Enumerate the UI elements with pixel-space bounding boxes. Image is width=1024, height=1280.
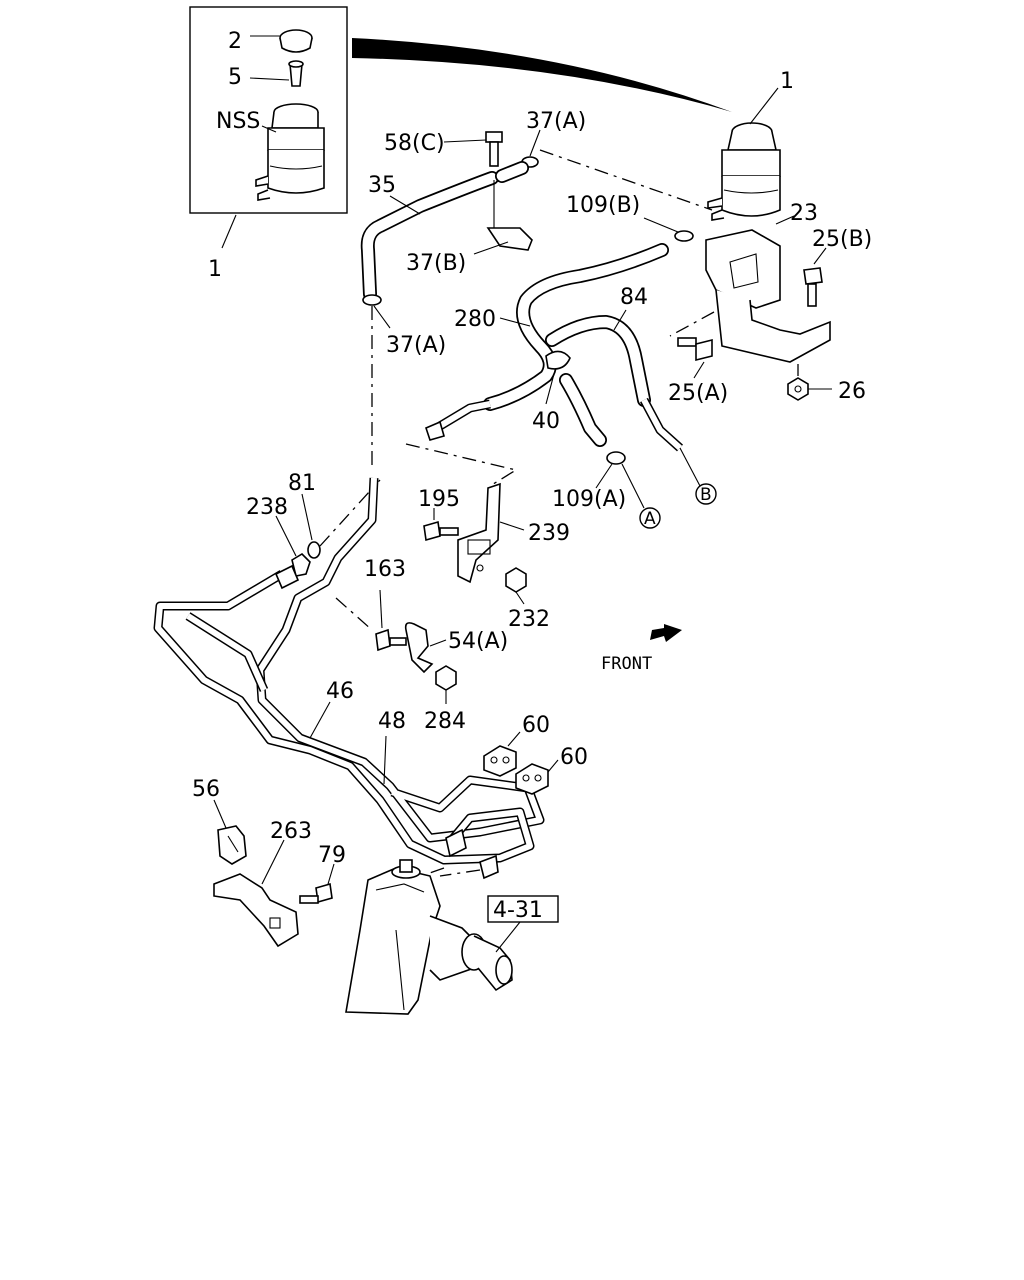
callout-163: 163 xyxy=(364,557,406,582)
callout-239: 239 xyxy=(528,521,570,546)
marker-a: A xyxy=(644,509,656,529)
ref-box-4-31: 4-31 xyxy=(493,898,543,923)
callout-48: 48 xyxy=(378,709,406,734)
callout-238: 238 xyxy=(246,495,288,520)
flare-nut-group: 81 238 xyxy=(246,471,381,577)
callout-54a: 54(A) xyxy=(448,629,508,654)
callout-79: 79 xyxy=(318,843,346,868)
callout-109b: 109(B) xyxy=(566,193,640,218)
callout-25b: 25(B) xyxy=(812,227,872,252)
hose-bracket-group: 239 195 232 xyxy=(418,482,570,632)
marker-b: B xyxy=(700,485,712,505)
callout-81: 81 xyxy=(288,471,316,496)
reservoir-inset: 2 5 NSS 1 xyxy=(189,6,348,282)
callout-195: 195 xyxy=(418,487,460,512)
callout-284: 284 xyxy=(424,709,466,734)
return-hose-group: 58(C) 37(A) 35 37(B) 37(A) xyxy=(360,109,713,470)
callout-25a: 25(A) xyxy=(668,381,728,406)
pressure-hose-group: 280 109(B) 84 40 109(A) A B xyxy=(405,193,717,529)
reservoir-assembly: 1 xyxy=(707,69,794,221)
callout-2: 2 xyxy=(228,29,242,54)
callout-46: 46 xyxy=(326,679,354,704)
steering-gear-box: 4-31 xyxy=(345,859,559,1015)
callout-84: 84 xyxy=(620,285,648,310)
lower-bracket-group: 56 263 79 xyxy=(192,777,346,948)
callout-26: 26 xyxy=(838,379,866,404)
callout-5: 5 xyxy=(228,65,242,90)
callout-1-reservoir: 1 xyxy=(780,69,794,94)
callout-58c: 58(C) xyxy=(384,131,445,156)
callout-280: 280 xyxy=(454,307,496,332)
callout-37b: 37(B) xyxy=(406,251,466,276)
front-label: FRONT xyxy=(601,654,652,674)
callout-60-a: 60 xyxy=(522,713,550,738)
callout-56: 56 xyxy=(192,777,220,802)
callout-37a-top: 37(A) xyxy=(526,109,586,134)
callout-263: 263 xyxy=(270,819,312,844)
callout-nss: NSS xyxy=(216,109,260,134)
callout-23: 23 xyxy=(790,201,818,226)
callout-37a-mid: 37(A) xyxy=(386,333,446,358)
callout-35: 35 xyxy=(368,173,396,198)
inset-pointer xyxy=(352,38,732,112)
callout-60-b: 60 xyxy=(560,745,588,770)
callout-40: 40 xyxy=(532,409,560,434)
callout-109a: 109(A) xyxy=(552,487,626,512)
front-arrow-icon xyxy=(650,624,682,642)
pipe-clip-group: 60 60 xyxy=(483,713,588,795)
reservoir-bracket-group: 23 25(B) 25(A) 26 xyxy=(668,201,872,406)
callout-232: 232 xyxy=(508,607,550,632)
front-direction-indicator: FRONT xyxy=(601,624,682,674)
callout-1-inset: 1 xyxy=(208,257,222,282)
pipe-clamp-group: 163 54(A) 284 xyxy=(335,557,508,734)
